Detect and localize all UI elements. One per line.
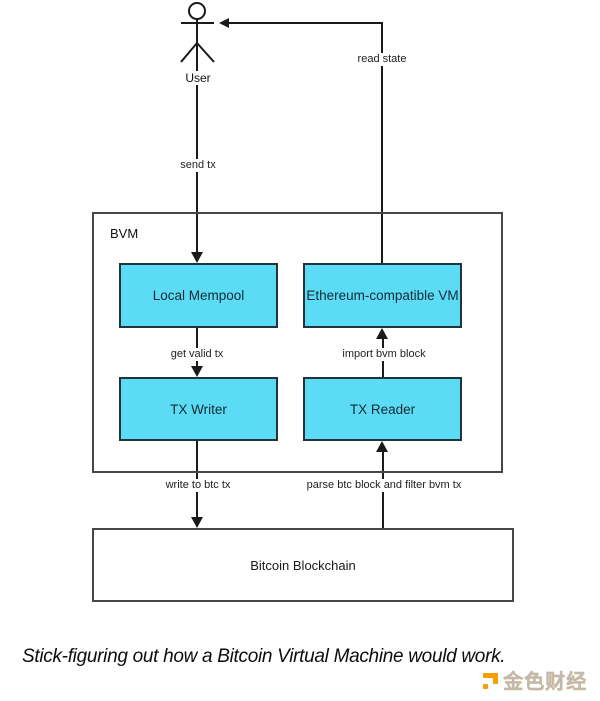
arrowhead-to-tx-writer-icon xyxy=(191,366,203,377)
node-bitcoin-blockchain-label: Bitcoin Blockchain xyxy=(250,557,356,573)
node-local-mempool-label: Local Mempool xyxy=(152,288,245,303)
bvm-container-box: BVM xyxy=(92,212,503,473)
node-ethereum-compatible-vm: Ethereum-compatible VM xyxy=(303,263,462,328)
jinse-logo-icon xyxy=(483,672,500,690)
caption-text: Stick-figuring out how a Bitcoin Virtual… xyxy=(22,646,506,667)
edge-read-state-line-vertical xyxy=(381,22,383,264)
edge-label-read-state: read state xyxy=(354,53,410,66)
jinse-watermark-text: 金色财经 xyxy=(503,671,587,693)
jinse-watermark: 金色财经 xyxy=(483,665,587,694)
edge-label-send-tx: send tx xyxy=(177,159,219,172)
node-local-mempool: Local Mempool xyxy=(119,263,278,328)
edge-label-parse-btc-block: parse btc block and filter bvm tx xyxy=(303,479,465,492)
node-ethereum-compatible-vm-label: Ethereum-compatible VM xyxy=(306,288,459,303)
node-bitcoin-blockchain: Bitcoin Blockchain xyxy=(92,528,514,602)
edge-label-import-bvm-block: import bvm block xyxy=(339,348,429,361)
edge-label-get-valid-tx: get valid tx xyxy=(167,348,227,361)
edge-label-write-to-btc-tx: write to btc tx xyxy=(162,479,234,492)
node-tx-writer-label: TX Writer xyxy=(170,401,227,417)
arrowhead-to-bitcoin-blockchain-icon xyxy=(191,517,203,528)
node-tx-writer: TX Writer xyxy=(119,377,278,441)
user-stick-figure-icon xyxy=(180,2,215,63)
arrowhead-to-tx-reader-icon xyxy=(376,441,388,452)
arrowhead-to-ethereum-vm-icon xyxy=(376,328,388,339)
edge-read-state-line-horizontal xyxy=(228,22,383,24)
edge-send-tx-line xyxy=(196,42,198,253)
arrowhead-to-user-icon xyxy=(219,18,229,28)
bvm-container-label: BVM xyxy=(110,226,139,241)
node-tx-reader: TX Reader xyxy=(303,377,462,441)
node-tx-reader-label: TX Reader xyxy=(349,401,416,417)
arrowhead-to-local-mempool-icon xyxy=(191,252,203,263)
user-actor-label: User xyxy=(183,71,213,85)
edge-get-valid-tx-line xyxy=(196,328,198,367)
